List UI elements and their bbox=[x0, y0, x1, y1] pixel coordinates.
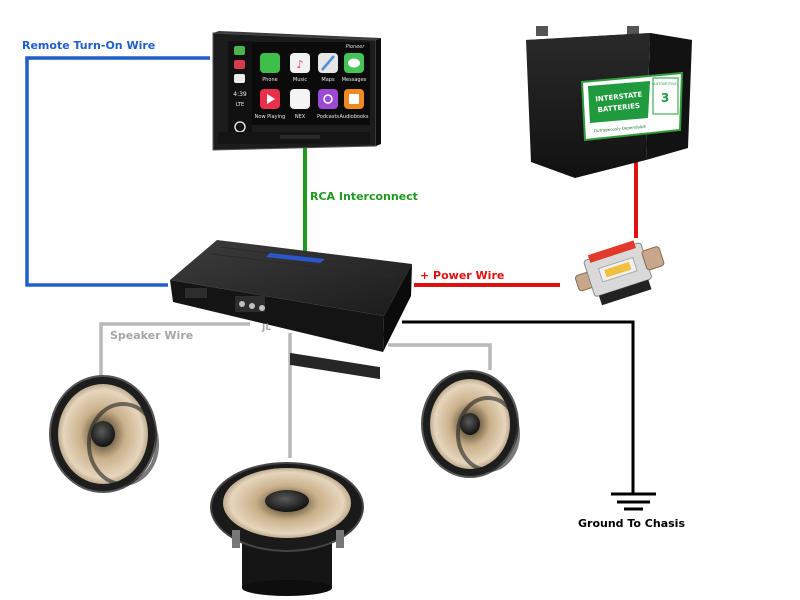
rca-label: RCA Interconnect bbox=[310, 190, 418, 203]
subwoofer bbox=[210, 462, 364, 596]
right-speaker bbox=[421, 370, 520, 478]
app-label-maps: Maps bbox=[321, 77, 335, 83]
clock-text: 4:39 bbox=[233, 91, 247, 98]
remote-turn-on-wire bbox=[25, 56, 210, 287]
battery-badge-title: AUTOMOTIVE bbox=[653, 82, 676, 86]
app-grid: ♪ Phone Music Maps Messages Now Playing … bbox=[255, 53, 369, 120]
app-label-audiobooks: Audiobooks bbox=[339, 114, 368, 120]
power-wire-label: + Power Wire bbox=[420, 269, 504, 282]
app-label-nex: NEX bbox=[295, 114, 306, 120]
head-unit: 4:39 LTE Pioneer ♪ Phone Music Maps Mess… bbox=[212, 31, 381, 151]
left-speaker bbox=[49, 375, 159, 493]
music-mini-icon bbox=[234, 60, 245, 69]
app-label-messages: Messages bbox=[342, 77, 367, 83]
svg-text:♪: ♪ bbox=[296, 58, 303, 71]
power-wire bbox=[414, 162, 638, 287]
music-app-icon bbox=[290, 53, 310, 73]
maps-mini-icon bbox=[234, 74, 245, 83]
phone-app-icon bbox=[260, 53, 280, 73]
ground-label: Ground To Chasis bbox=[578, 517, 685, 530]
ground-symbol bbox=[611, 492, 656, 511]
amplifier: JL bbox=[170, 240, 412, 380]
battery: INTERSTATE BATTERIES Outrageously Depend… bbox=[526, 26, 692, 178]
battery-badge-number: 3 bbox=[661, 91, 669, 105]
battery-tagline: Outrageously Dependable bbox=[594, 124, 647, 134]
podcasts-app-icon bbox=[318, 89, 338, 109]
battery-terminal-negative bbox=[536, 26, 548, 36]
signal-text: LTE bbox=[236, 102, 244, 108]
app-label-phone: Phone bbox=[262, 77, 278, 83]
remote-wire-label: Remote Turn-On Wire bbox=[22, 39, 155, 52]
nex-app-icon bbox=[290, 89, 310, 109]
inline-fuse-holder bbox=[575, 240, 665, 306]
battery-badge bbox=[652, 77, 679, 115]
speaker-wire-label: Speaker Wire bbox=[110, 329, 193, 342]
ground-wire bbox=[402, 320, 635, 494]
app-label-now-playing: Now Playing bbox=[255, 114, 286, 120]
amplifier-brand: JL bbox=[261, 323, 271, 333]
head-unit-brand: Pioneer bbox=[346, 44, 366, 50]
app-label-podcasts: Podcasts bbox=[317, 114, 339, 120]
battery-terminal-positive bbox=[627, 26, 639, 36]
app-label-music: Music bbox=[293, 77, 307, 83]
phone-mini-icon bbox=[234, 46, 245, 55]
